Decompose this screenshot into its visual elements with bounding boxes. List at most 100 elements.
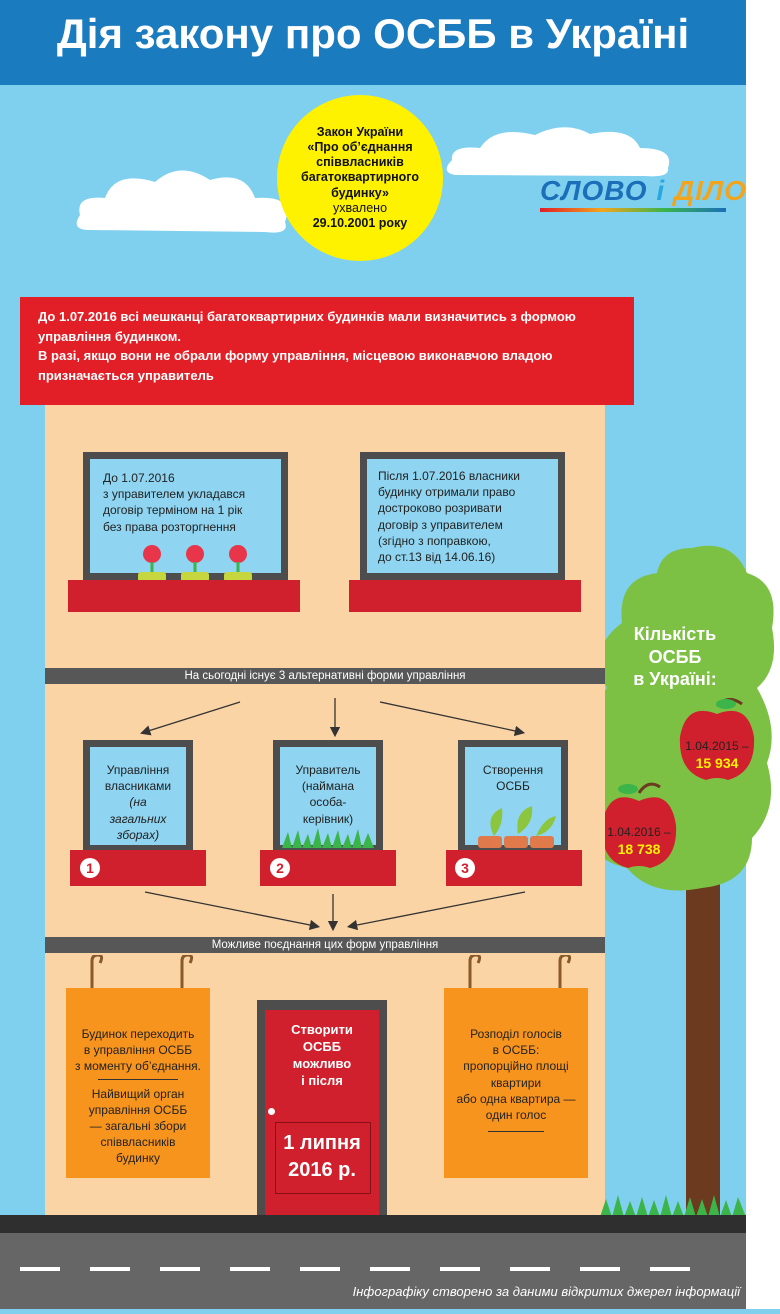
ground (0, 1215, 746, 1233)
sign-left: Будинок переходить в управління ОСББ з м… (66, 988, 210, 1178)
sign-line: з моменту об’єднання. (75, 1059, 201, 1074)
window-line: будинку отримали право (378, 485, 516, 500)
form-line: загальних (109, 811, 167, 826)
window-form-3 (458, 740, 568, 852)
banner-text: В разі, якщо вони не обрали форму управл… (38, 348, 553, 383)
sign-line: Найвищий орган (91, 1086, 185, 1101)
footer-source: Інфографіку створено за даними відкритих… (352, 1284, 740, 1299)
info-banner: До 1.07.2016 всі мешканці багатоквартирн… (20, 297, 634, 405)
sign-line: будинку (116, 1151, 160, 1166)
flowers-icon (138, 545, 252, 582)
number-badge: 1 (80, 858, 100, 878)
door-date: 1 липня 2016 р. (265, 1130, 379, 1184)
window-line: До 1.07.2016 (103, 471, 175, 485)
apple-stat-2015: 1.04.2015 – 15 934 (676, 738, 758, 773)
grass-icon (600, 1195, 746, 1217)
door-line: можливо (292, 1055, 352, 1071)
window-right-text: Після 1.07.2016 власники будинку отримал… (378, 468, 520, 565)
window-line: без права розторгнення (103, 519, 236, 534)
plants-icon (478, 806, 556, 848)
title-bar (0, 0, 746, 85)
apple-icon (601, 782, 677, 868)
law-line: співвласників (316, 155, 404, 170)
sign-line: співвласників (100, 1135, 176, 1150)
apple-date: 1.04.2015 – (685, 739, 749, 753)
door-text: Створити ОСББ можливо і після (265, 1022, 379, 1090)
law-line: Закон України (316, 124, 404, 139)
alternatives-band: На сьогодні існує 3 альтернативні форми … (45, 668, 605, 684)
sign-rope-icon (90, 955, 194, 995)
cloud-icon (446, 127, 670, 177)
osbb-count-heading: Кількість ОСББ в Україні: (610, 623, 740, 691)
logo-underline (540, 208, 726, 212)
count-heading-line: ОСББ (648, 646, 702, 667)
form-line: особа- (309, 795, 347, 810)
apple-stat-2016: 1.04.2016 – 18 738 (598, 824, 680, 859)
form-line: (на (129, 795, 147, 810)
window-sill (349, 580, 581, 612)
sign-line: один голос (485, 1107, 547, 1122)
window-glass (90, 459, 281, 573)
window-form-1 (83, 740, 193, 852)
sign-line: пропорційно площі (463, 1059, 569, 1074)
apple-icon (679, 698, 755, 780)
window-glass (90, 747, 186, 845)
window-line: до ст.13 від 14.06.16) (378, 549, 496, 564)
door-line: Створити (291, 1022, 353, 1037)
form-line: зборах) (116, 827, 160, 842)
window-line: договір терміном на 1 рік (103, 503, 243, 518)
combination-band: Можливе поєднання цих форм управління (45, 937, 605, 953)
window-line: (згідно з поправкою, (378, 533, 491, 548)
count-heading-line: Кількість (633, 624, 717, 644)
window-line: договір з управителем (378, 517, 503, 532)
road (0, 1233, 746, 1309)
window-right (360, 452, 565, 580)
law-line: ухвалено (332, 200, 388, 215)
form-2-text: Управитель (наймана особа- керівник) (281, 762, 375, 827)
number-badge: 3 (455, 858, 475, 878)
law-line: «Про об’єднання (307, 139, 413, 154)
sign-line: Будинок переходить (81, 1027, 195, 1041)
sign-line: — загальні збори (89, 1118, 187, 1133)
sign-line: Розподіл голосів (470, 1027, 562, 1041)
page-title: Дія закону про ОСББ в Україні (56, 10, 690, 57)
divider (98, 1078, 178, 1080)
law-line: будинку» (331, 185, 389, 200)
door-knob (268, 1108, 275, 1115)
sign-line: в управління ОСББ (83, 1043, 193, 1058)
tree-trunk (686, 880, 720, 1220)
window-left (83, 452, 288, 580)
number-badge: 2 (270, 858, 290, 878)
arrows-icon (140, 698, 526, 738)
road-markings-icon (20, 1267, 690, 1271)
form-line: Управитель (295, 763, 361, 777)
form-line: ОСББ (496, 779, 530, 794)
door-panel (275, 1122, 371, 1194)
form-3-text: Створення ОСББ (466, 762, 560, 794)
law-line: багатоквартирного (301, 170, 419, 185)
logo-word: і (656, 175, 666, 206)
window-glass (280, 747, 376, 845)
form-line: Управління (106, 763, 170, 777)
window-sill (68, 580, 300, 612)
door-line: і після (301, 1072, 343, 1088)
form-line: (наймана (301, 779, 355, 794)
count-heading-line: в Україні: (633, 669, 717, 689)
law-line: 29.10.2001 року (312, 216, 408, 231)
sign-line: в ОСББ: (492, 1043, 540, 1058)
sign-line: квартири (490, 1075, 542, 1090)
sign-right: Розподіл голосів в ОСББ: пропорційно пло… (444, 988, 588, 1178)
sign-line: або одна квартира — (456, 1091, 576, 1106)
logo: СЛОВО і ДІЛО (540, 175, 747, 207)
door-date-line: 1 липня (283, 1132, 361, 1154)
window-left-text: До 1.07.2016 з управителем укладався дог… (103, 470, 245, 535)
sign-line: управління ОСББ (88, 1102, 188, 1117)
form-line: Створення (482, 763, 544, 777)
banner-text: До 1.07.2016 всі мешканці багатоквартирн… (38, 309, 576, 344)
cloud-icon (76, 170, 288, 233)
form-line: керівник) (302, 811, 354, 826)
window-line: з управителем укладався (103, 487, 246, 502)
apple-value: 15 934 (695, 755, 739, 772)
door (265, 1010, 379, 1220)
window-glass (367, 459, 558, 573)
